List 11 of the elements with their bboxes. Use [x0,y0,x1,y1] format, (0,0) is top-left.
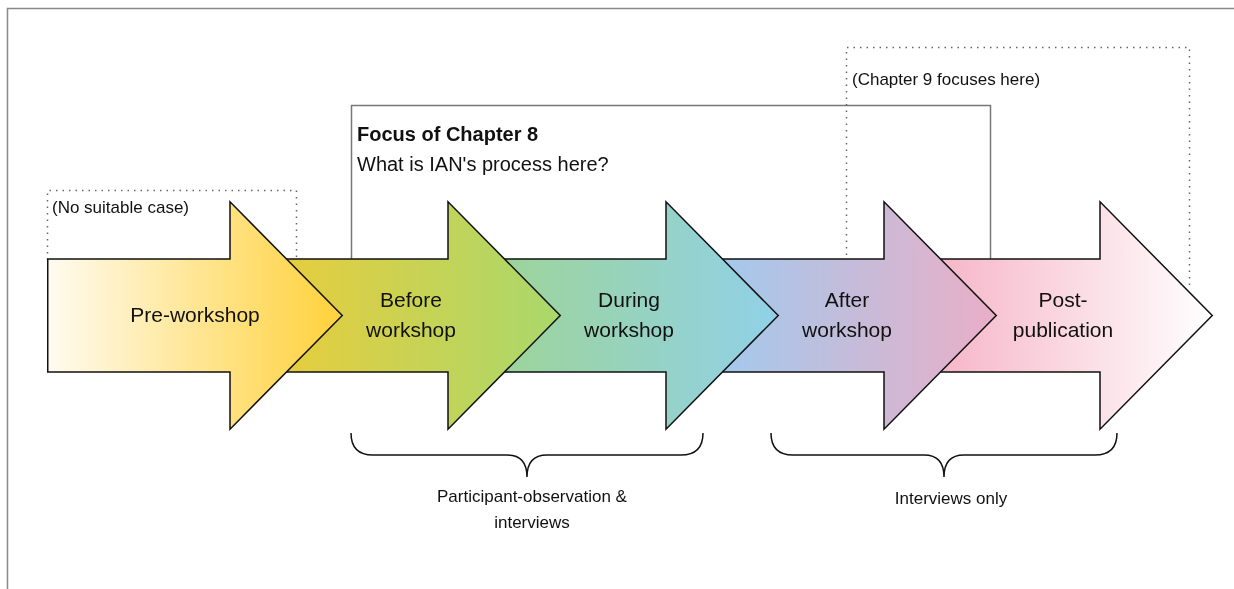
stage-label: After workshop [801,287,893,343]
stage-label: Pre-workshop [129,302,261,328]
stage-label: Post-publication [1011,287,1115,343]
stage-label: Before workshop [365,287,457,343]
brace-label: Interviews only [893,488,1009,510]
frame-label: (No suitable case) [52,198,189,218]
stage-label: During workshop [583,287,675,343]
frame-label: What is IAN's process here? [357,153,609,176]
frame-label: (Chapter 9 focuses here) [852,70,1041,90]
frame-heading: Focus of Chapter 8 [357,123,539,146]
brace-label: Participant-observation & interviews [436,486,628,534]
